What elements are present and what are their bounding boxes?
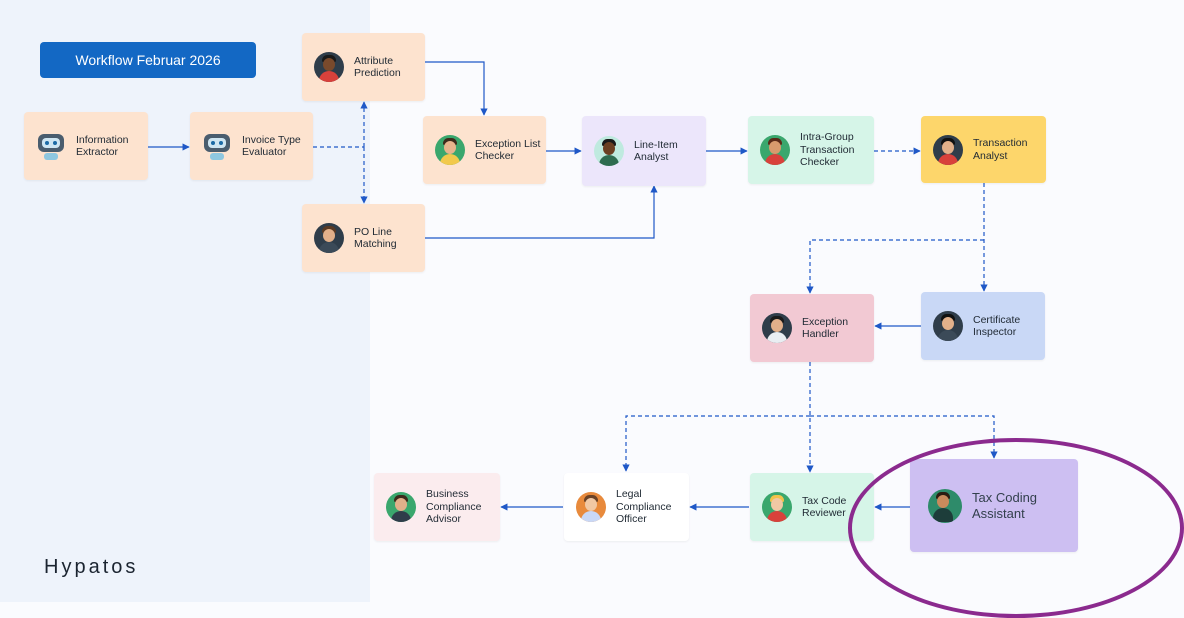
node-label: Transaction Analyst [973, 137, 1028, 162]
person-avatar-icon [435, 135, 465, 165]
person-avatar-icon [933, 134, 963, 165]
robot-icon [36, 131, 66, 161]
node-transaction-analyst[interactable]: Transaction Analyst [921, 116, 1046, 183]
person-avatar-icon [386, 492, 416, 522]
workflow-title-badge: Workflow Februar 2026 [40, 42, 256, 78]
node-business-compliance-advisor[interactable]: Business Compliance Advisor [374, 473, 500, 541]
node-intra-group-transaction-checker[interactable]: Intra-Group Transaction Checker [748, 116, 874, 184]
node-label: Exception List Checker [475, 137, 541, 163]
node-line-item-analyst[interactable]: Line-Item Analyst [582, 116, 706, 186]
node-exception-handler[interactable]: Exception Handler [750, 294, 874, 362]
person-avatar-icon [314, 52, 344, 82]
brand-logo-text: Hypatos [44, 556, 139, 578]
node-certificate-inspector[interactable]: Certificate Inspector [921, 292, 1045, 360]
node-label: PO Line Matching [354, 225, 397, 251]
person-avatar-icon [576, 492, 606, 522]
node-legal-compliance-officer[interactable]: Legal Compliance Officer [564, 473, 689, 541]
node-label: Attribute Prediction [354, 54, 401, 80]
person-avatar-icon [762, 492, 792, 522]
node-invoice-type-evaluator[interactable]: Invoice Type Evaluator [190, 112, 313, 180]
node-po-line-matching[interactable]: PO Line Matching [302, 204, 425, 272]
edge-transaction-analyst-to-exception-handler [806, 239, 984, 294]
person-avatar-icon [314, 223, 344, 253]
node-label: Tax Code Reviewer [802, 494, 847, 520]
node-label: Line-Item Analyst [634, 138, 678, 164]
person-avatar-icon [594, 136, 624, 166]
node-exception-list-checker[interactable]: Exception List Checker [423, 116, 546, 184]
edge-po-line-matching-to-line-item-analyst [425, 185, 658, 239]
node-label: Invoice Type Evaluator [242, 133, 301, 159]
node-label: Intra-Group Transaction Checker [800, 131, 855, 169]
highlight-ellipse [848, 438, 1184, 618]
edge-exception-handler-to-legal-compliance-officer [622, 415, 810, 472]
node-label: Certificate Inspector [973, 313, 1021, 339]
node-attribute-prediction[interactable]: Attribute Prediction [302, 33, 425, 101]
node-label: Information Extractor [76, 133, 129, 159]
node-label: Business Compliance Advisor [426, 488, 482, 526]
person-avatar-icon [760, 135, 790, 165]
robot-icon [202, 131, 232, 161]
person-avatar-icon [762, 313, 792, 343]
edge-attribute-prediction-to-exception-list-checker [425, 61, 488, 116]
person-avatar-icon [933, 311, 963, 341]
node-information-extractor[interactable]: Information Extractor [24, 112, 148, 180]
node-label: Legal Compliance Officer [616, 488, 672, 526]
node-label: Exception Handler [802, 315, 849, 341]
